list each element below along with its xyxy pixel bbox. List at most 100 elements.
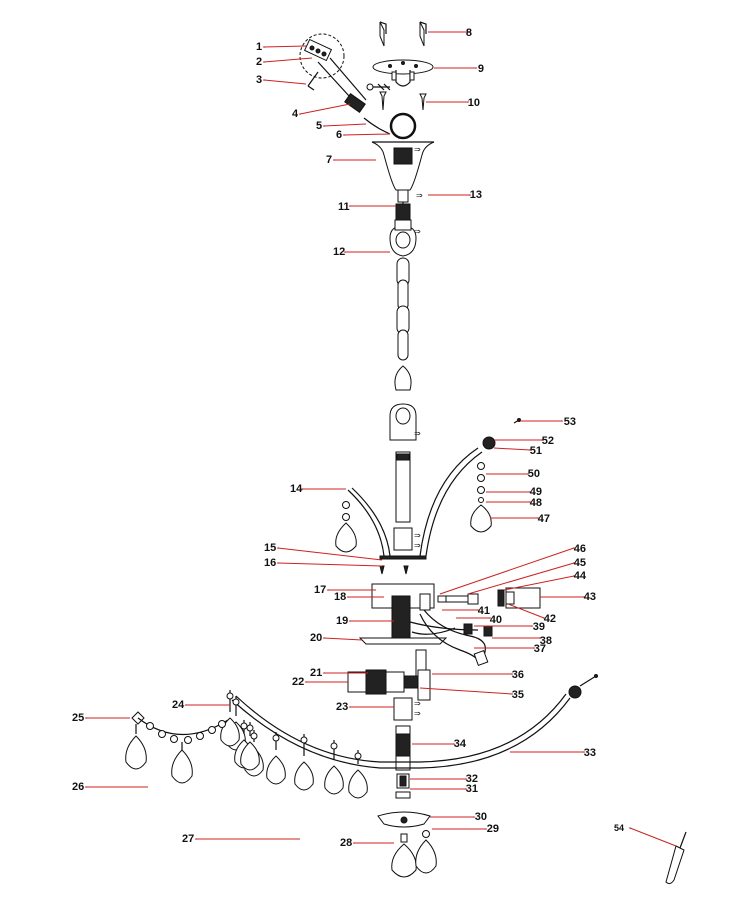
part-number: 13 (470, 189, 482, 201)
part-label-21: 21 (310, 667, 368, 679)
leader-dot (529, 491, 531, 493)
left-arm-crystal (335, 501, 357, 553)
leader-dot (485, 828, 487, 830)
part-label-53: 53 (520, 416, 576, 428)
leader-dot (511, 693, 513, 695)
part-number-labels: 1234567891011121314151617181920212223242… (72, 27, 677, 849)
svg-text:⇒: ⇒ (414, 531, 421, 540)
leader-line (323, 637, 363, 641)
leader-dot (277, 547, 279, 549)
svg-text:⇒: ⇒ (414, 429, 421, 438)
leader-dot (583, 596, 585, 598)
part-number: 29 (487, 823, 499, 835)
part-label-27: 27 (182, 833, 300, 845)
leader-dot (185, 704, 187, 706)
leader-line (263, 45, 307, 48)
part-number: 7 (326, 154, 332, 166)
part-number: 42 (544, 613, 556, 625)
part-label-6: 6 (336, 129, 391, 141)
part-label-14: 14 (290, 483, 346, 495)
part-number: 10 (468, 97, 480, 109)
part-number: 26 (72, 781, 84, 793)
leader-dot (533, 647, 535, 649)
leader-dot (543, 617, 545, 619)
part-label-4: 4 (292, 103, 351, 120)
part-number: 51 (530, 445, 542, 457)
leader-dot (573, 547, 575, 549)
part-label-36: 36 (432, 669, 524, 681)
ceiling-parts (299, 21, 434, 140)
leader-dot (489, 617, 491, 619)
svg-text:⇒: ⇒ (414, 709, 421, 718)
part-label-50: 50 (486, 468, 540, 480)
lower-stem-part (393, 697, 413, 799)
main-arm-part (231, 674, 598, 769)
wiring-part (409, 609, 493, 666)
part-label-1: 1 (256, 41, 307, 53)
leader-dot (333, 159, 335, 161)
part-number: 53 (564, 416, 576, 428)
part-label-8: 8 (428, 27, 472, 39)
leader-dot (467, 101, 469, 103)
part-label-18: 18 (334, 591, 384, 603)
lower-socket-part (347, 649, 431, 701)
loop-connector-part (389, 219, 417, 257)
part-label-3: 3 (256, 74, 307, 86)
part-number: 20 (310, 632, 322, 644)
svg-text:⇒: ⇒ (414, 699, 421, 708)
crystal-drop (266, 732, 286, 785)
part-label-35: 35 (419, 687, 524, 701)
part-label-41: 41 (442, 605, 490, 617)
mounting-plate-part (372, 59, 434, 87)
part-number: 39 (533, 621, 545, 633)
leader-dot (529, 501, 531, 503)
part-label-45: 45 (467, 557, 586, 595)
part-number: 22 (292, 676, 304, 688)
garland-bead (170, 735, 178, 743)
crystal-drop (324, 740, 344, 795)
leader-dot (301, 488, 303, 490)
leader-dot (195, 838, 197, 840)
part-label-9: 9 (434, 63, 484, 75)
part-number: 12 (333, 246, 345, 258)
canopy-part (371, 141, 435, 221)
leader-dot (531, 625, 533, 627)
upper-arms-part (335, 418, 521, 575)
leader-line (299, 103, 351, 115)
part-label-2: 2 (256, 56, 313, 68)
leader-dot (529, 449, 531, 451)
part-number: 40 (490, 614, 502, 626)
leader-dot (583, 751, 585, 753)
leader-line (263, 79, 307, 85)
part-label-31: 31 (410, 783, 478, 795)
part-label-15: 15 (264, 542, 383, 561)
svg-text:⇒: ⇒ (414, 145, 421, 154)
leader-line (493, 447, 531, 451)
part-label-33: 33 (510, 747, 596, 759)
part-number: 21 (310, 667, 322, 679)
part-number: 9 (478, 63, 484, 75)
leader-line (277, 547, 383, 561)
chain-part (394, 257, 412, 391)
leader-dot (573, 562, 575, 564)
crystal-drop (348, 750, 368, 799)
leader-dot (263, 79, 265, 81)
garland-bead (158, 730, 166, 738)
lower-loop-part (389, 403, 417, 441)
ceiling-hook-ring-part (389, 112, 417, 140)
leader-dot (473, 816, 475, 818)
part-number: 41 (478, 605, 490, 617)
leader-dot (263, 61, 265, 63)
part-number: 28 (340, 837, 352, 849)
part-number: 4 (292, 108, 299, 120)
leader-dot (85, 786, 87, 788)
center-stem-part (379, 451, 427, 560)
leader-dot (465, 778, 467, 780)
part-number: 32 (466, 773, 478, 785)
leader-dot (85, 717, 87, 719)
garland-part (125, 711, 229, 784)
hook-screw-part (307, 71, 319, 91)
part-number: 6 (336, 129, 342, 141)
wire-connector-part (344, 93, 366, 113)
